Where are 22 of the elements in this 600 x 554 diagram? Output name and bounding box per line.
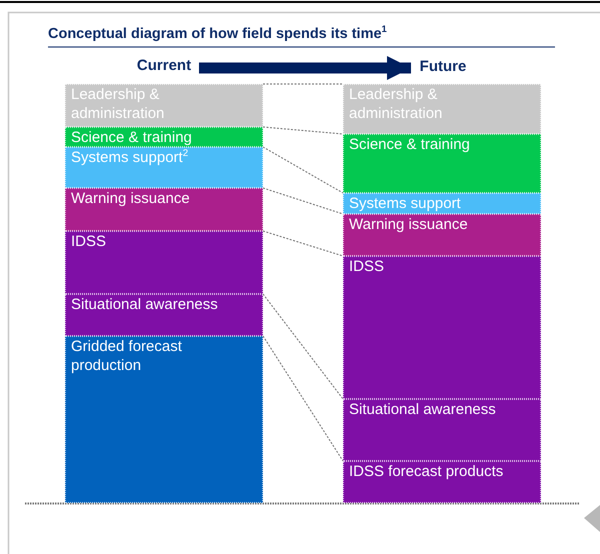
block-arrow xyxy=(199,56,411,80)
time-share-block: IDSS xyxy=(65,231,263,294)
connector-line xyxy=(262,188,344,214)
time-share-block: Science & training xyxy=(65,127,263,147)
time-share-block: Systems support$^{2}$ xyxy=(65,147,263,188)
time-share-block: Science & training xyxy=(343,134,541,193)
time-share-block: Warning issuance xyxy=(343,214,541,256)
diagram-title: Conceptual diagram of how field spends its time$^{1}$ xyxy=(48,26,387,42)
time-share-block: Systems support xyxy=(343,193,541,214)
time-share-block: Situational awareness xyxy=(65,294,263,336)
connector-line xyxy=(262,126,344,134)
time-share-block: Warning issuance xyxy=(65,188,263,231)
time-share-block: IDSS xyxy=(343,256,541,399)
column-heading: Future xyxy=(415,58,471,80)
time-share-block: Situational awareness xyxy=(343,399,541,461)
time-share-block: Gridded forecast production xyxy=(65,336,263,503)
connector-line xyxy=(262,230,344,256)
connector-line xyxy=(262,146,344,194)
time-share-block: IDSS forecast products xyxy=(343,461,541,503)
column-heading: Current xyxy=(133,57,195,79)
connector-line xyxy=(262,336,344,462)
connector-line xyxy=(262,294,344,400)
